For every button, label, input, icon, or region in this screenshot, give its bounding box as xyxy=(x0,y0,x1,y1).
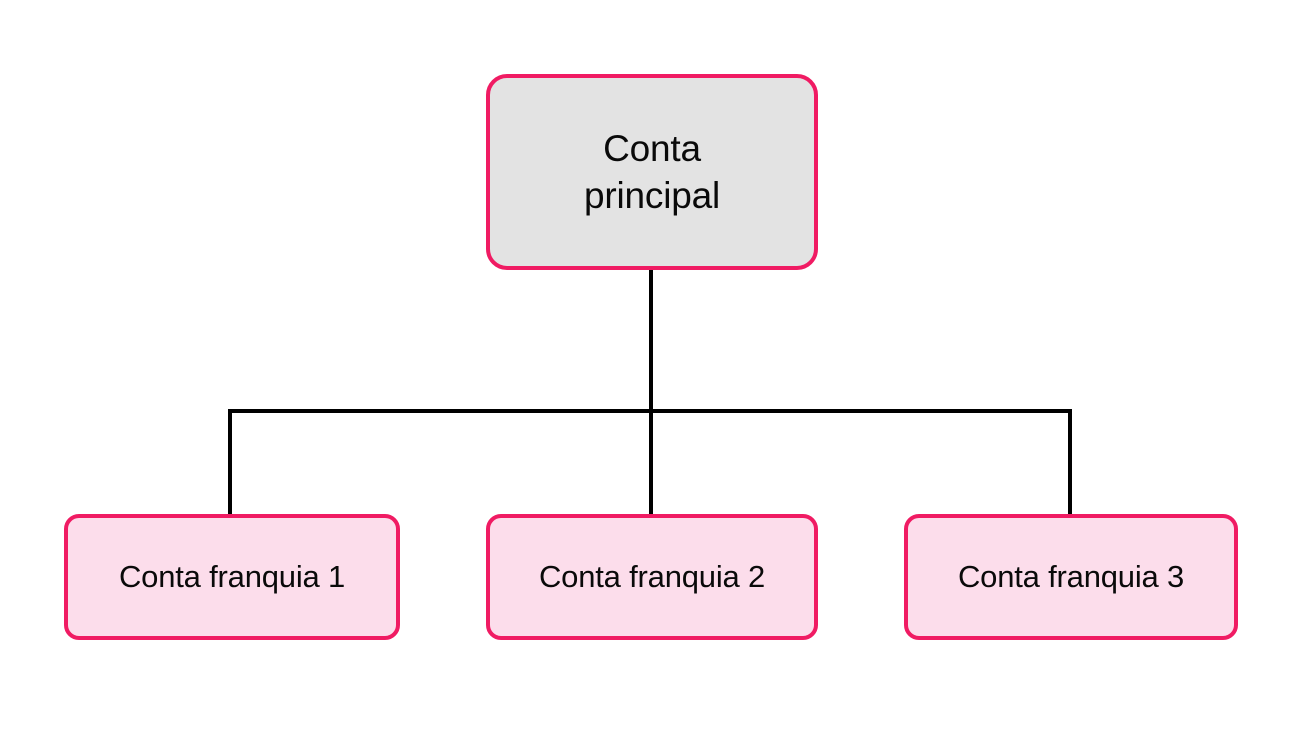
node-conta-franquia-1[interactable]: Conta franquia 1 xyxy=(64,514,400,640)
node-root-label: Conta principal xyxy=(584,127,720,216)
node-conta-franquia-2[interactable]: Conta franquia 2 xyxy=(486,514,818,640)
node-child-1-label: Conta franquia 1 xyxy=(118,559,345,595)
node-conta-principal[interactable]: Conta principal xyxy=(486,74,818,270)
node-conta-franquia-3[interactable]: Conta franquia 3 xyxy=(904,514,1238,640)
node-child-3-label: Conta franquia 3 xyxy=(957,559,1184,595)
node-child-2-label: Conta franquia 2 xyxy=(538,559,765,595)
